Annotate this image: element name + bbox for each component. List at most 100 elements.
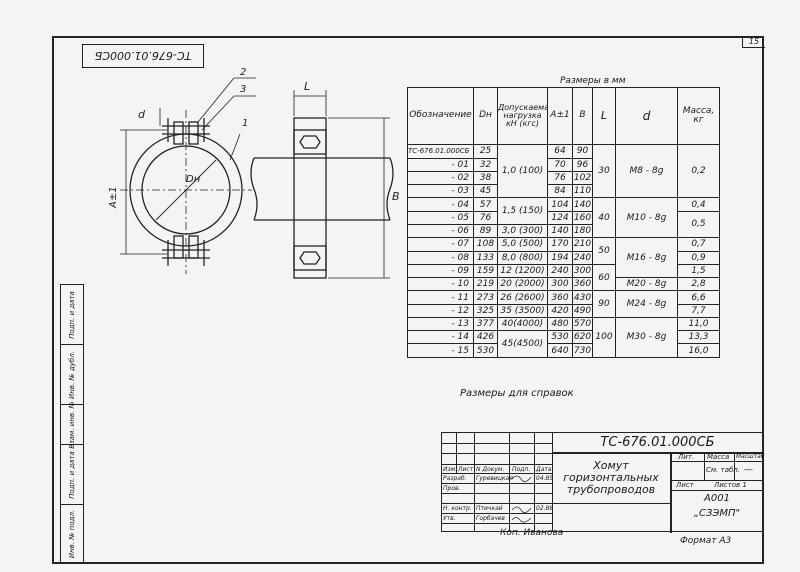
- table-row: - 10 219 20 (2000) 300 360 М20 - 8g 2,8: [407, 277, 720, 292]
- table-row: - 11 273 26 (2600) 360 430 90 М24 - 8g 6…: [407, 290, 720, 318]
- cell-load: 12 (1200): [497, 263, 548, 279]
- format-label: Формат А3: [680, 536, 732, 546]
- sheet-number: 15: [748, 37, 760, 46]
- cell-dn: 25: [473, 144, 498, 159]
- cell-dn: 45: [473, 184, 498, 199]
- th-b: B: [572, 86, 593, 146]
- tb-podp: Подп.: [512, 466, 531, 473]
- table-row: - 01 32 70 96: [407, 157, 720, 172]
- side-band: Подп. и дата Инв. № дубл. Взам. инв. № П…: [60, 284, 84, 564]
- signature-marks: [511, 475, 532, 523]
- cell-mass: 0,2: [677, 144, 720, 199]
- tb-name-3: трубопроводов: [566, 483, 656, 496]
- side-label-1: Подп. и дата: [68, 290, 76, 339]
- cell-mass: 6,6: [677, 290, 720, 305]
- cell-dn: 133: [473, 250, 498, 265]
- cell-designation: - 04: [407, 197, 474, 212]
- cell-mass: 0,5: [677, 210, 720, 239]
- cell-l: 90: [592, 290, 616, 318]
- cell-dn: 426: [473, 330, 498, 345]
- cell-dn: 530: [473, 343, 498, 358]
- cell-dn: 76: [473, 210, 498, 225]
- tb-nkontr-name: Птичкай: [476, 505, 503, 512]
- cell-b: 140: [572, 197, 593, 212]
- th-d: d: [615, 86, 678, 146]
- cell-b: 102: [572, 170, 593, 186]
- cell-a: 480: [547, 316, 573, 332]
- cell-a: 530: [547, 330, 573, 345]
- label-a: A±1: [108, 186, 119, 209]
- callout-3: 3: [240, 84, 246, 95]
- cell-l: 50: [592, 237, 616, 265]
- tb-utv-name: Горбачев: [476, 515, 505, 522]
- sheet-number-box: 15: [742, 36, 765, 48]
- cell-b: 210: [572, 237, 593, 252]
- tb-massa-value: См. табл.: [706, 466, 741, 474]
- cell-a: 640: [547, 343, 573, 358]
- cell-b: 300: [572, 263, 593, 279]
- tb-razrab-name: Гуревицкая: [476, 475, 513, 482]
- cell-dn: 89: [473, 223, 498, 239]
- cell-a: 124: [547, 210, 573, 225]
- th-load: Допускаемая нагрузка кН (кгс): [497, 86, 548, 146]
- cell-dn: 325: [473, 303, 498, 318]
- table-row: - 05 76 124 160 0,5: [407, 210, 720, 239]
- cell-designation: ТС-676.01.000СБ: [407, 144, 474, 159]
- th-dn: Dн: [473, 86, 498, 146]
- side-label-5: Инв. № подл.: [68, 509, 76, 559]
- tb-razrab-label: Разраб.: [443, 475, 467, 482]
- cell-mass: 1,5: [677, 263, 720, 279]
- cell-dn: 57: [473, 197, 498, 212]
- tb-masshtab-label: Масштаб: [736, 453, 765, 460]
- tb-massa-label: Масса: [707, 453, 730, 461]
- label-dn: Dн: [186, 174, 201, 185]
- side-cell-4: Подп. и дата: [61, 445, 83, 505]
- cell-dn: 159: [473, 263, 498, 279]
- tb-org-1: А001: [704, 493, 730, 504]
- label-d: d: [138, 108, 146, 121]
- cell-mass: 2,8: [677, 277, 720, 292]
- cell-dn: 273: [473, 290, 498, 305]
- tb-name-1: Хомут: [593, 459, 629, 472]
- cell-a: 170: [547, 237, 573, 252]
- sheet-frame: [52, 36, 764, 564]
- cell-load: 3,0 (300): [497, 223, 548, 239]
- cell-mass: 0,7: [677, 237, 720, 252]
- cell-load: 26 (2600): [497, 290, 548, 305]
- cell-l: 60: [592, 263, 616, 292]
- cell-designation: - 06: [407, 223, 474, 239]
- tb-nkontr-label: Н. контр.: [443, 505, 472, 512]
- copied-by: Коп. Иванова: [500, 528, 564, 538]
- tb-sheets-label: Листов 1: [714, 481, 747, 489]
- th-designation: Обозначение: [407, 86, 474, 146]
- table-row: - 15 530 640 730 16,0: [407, 343, 720, 358]
- cell-mass: 0,9: [677, 250, 720, 265]
- cell-designation: - 11: [407, 290, 474, 305]
- cell-designation: - 08: [407, 250, 474, 265]
- tb-name-2: горизонтальных: [563, 471, 659, 484]
- side-cell-1: Подп. и дата: [61, 285, 83, 345]
- cell-designation: - 09: [407, 263, 474, 279]
- callout-2: 2: [240, 67, 246, 78]
- cell-designation: - 13: [407, 316, 474, 332]
- table-row: - 09 159 12 (1200) 240 300 60 1,5: [407, 263, 720, 292]
- cell-b: 96: [572, 157, 593, 172]
- tb-prov-label: Пров.: [443, 485, 461, 492]
- sizes-header: Размеры в мм: [560, 76, 626, 86]
- cell-designation: - 14: [407, 330, 474, 345]
- cell-mass: 16,0: [677, 343, 720, 358]
- cell-designation: - 15: [407, 343, 474, 358]
- reference-note: Размеры для справок: [460, 388, 574, 399]
- tb-sheet-label: Лист: [676, 481, 694, 489]
- clamp-drawing: d A±1 Dн L B 2 3 1: [108, 67, 400, 279]
- th-a: A±1: [547, 86, 573, 146]
- th-mass: Масса, кг: [677, 86, 720, 146]
- cell-a: 240: [547, 263, 573, 279]
- table-header-row: Обозначение Dн Допускаемая нагрузка кН (…: [407, 86, 720, 146]
- cell-mass: 13,3: [677, 330, 720, 345]
- cell-load: 5,0 (500): [497, 237, 548, 252]
- cell-dn: 108: [473, 237, 498, 252]
- cell-d: М24 - 8g: [615, 290, 678, 318]
- cell-designation: - 05: [407, 210, 474, 225]
- cell-designation: - 12: [407, 303, 474, 318]
